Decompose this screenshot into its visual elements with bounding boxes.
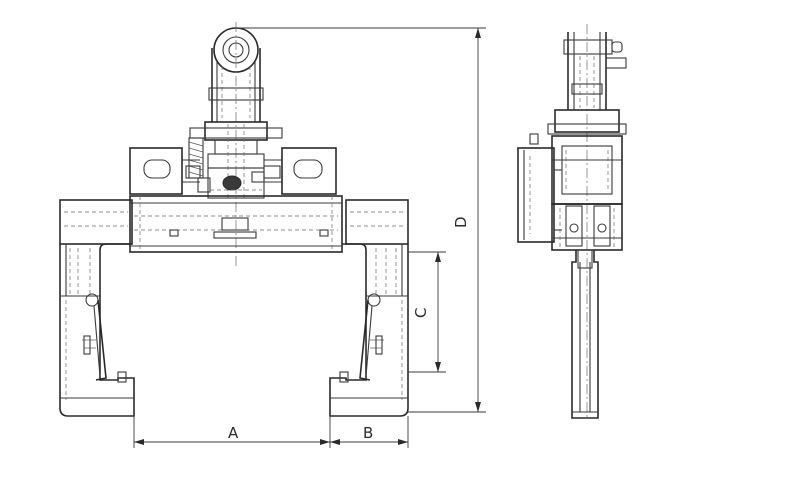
spring-coil (188, 137, 204, 179)
crossbeam (129, 195, 343, 253)
dimension-label-d: D (452, 216, 470, 228)
gearbox (197, 167, 265, 199)
dimension-label-a: A (228, 424, 239, 442)
right-motor (263, 147, 337, 195)
side-view (517, 24, 627, 420)
right-arm (329, 199, 409, 417)
side-clevis (563, 24, 627, 420)
dimension-label-c: C (412, 308, 430, 318)
dimension-a: A (133, 416, 331, 448)
side-leg (571, 249, 599, 419)
dimension-c: C (408, 251, 446, 373)
left-motor (129, 147, 201, 195)
side-motor (517, 147, 562, 243)
dimension-b: B (330, 416, 409, 448)
left-arm (59, 199, 135, 417)
dimension-d: D (236, 27, 486, 413)
side-head (529, 109, 627, 205)
front-view: A B C D (59, 22, 486, 448)
lifting-eye (208, 22, 264, 268)
dimension-label-b: B (363, 424, 373, 442)
